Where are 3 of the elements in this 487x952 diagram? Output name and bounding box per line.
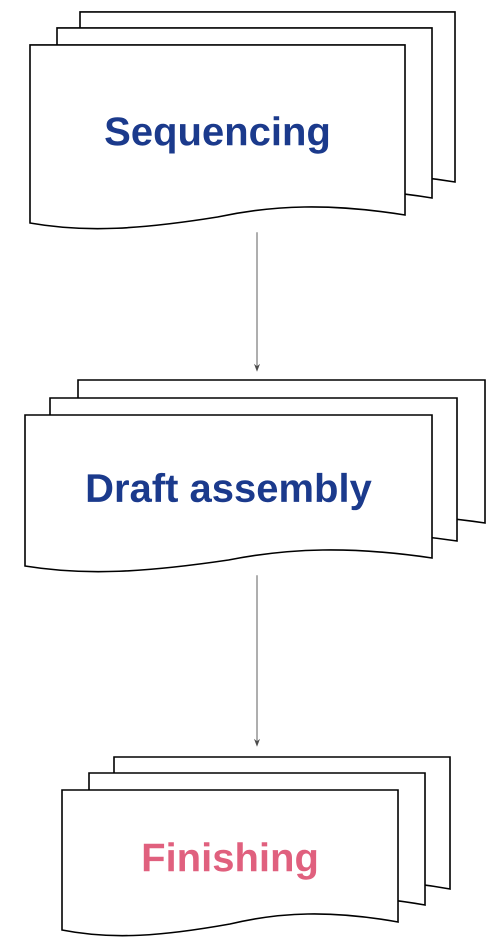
document-stack: Draft assembly [24,379,486,572]
document-stack: Finishing [61,756,451,936]
document-stack: Sequencing [29,11,456,230]
